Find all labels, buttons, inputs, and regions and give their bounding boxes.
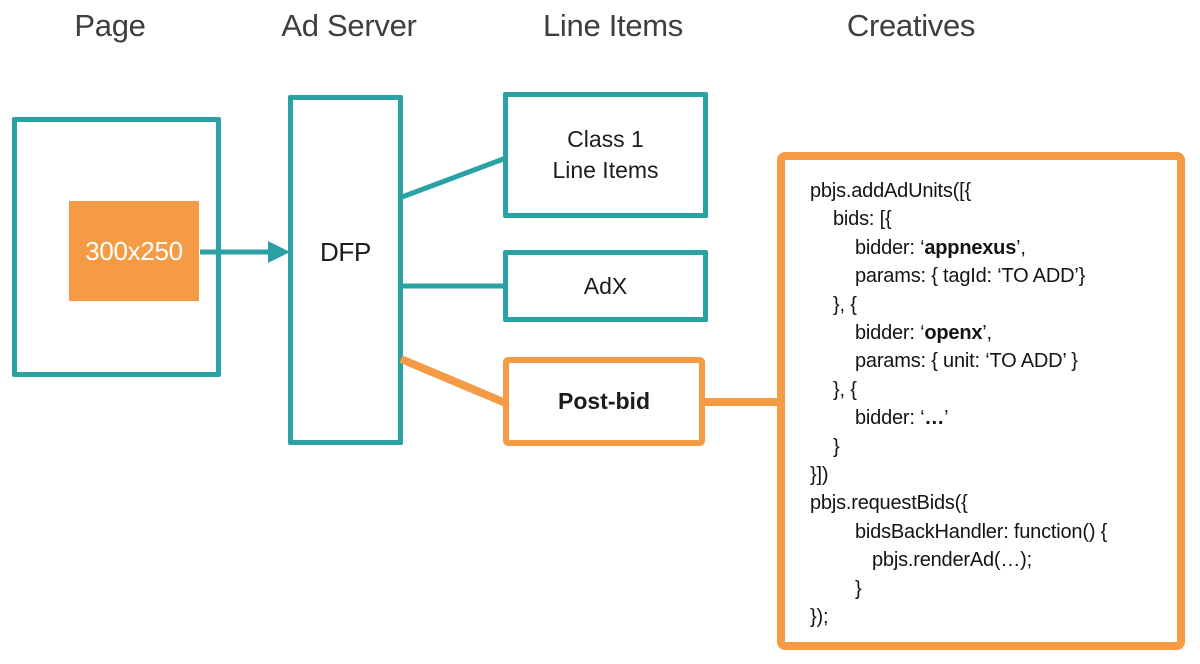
code-line: }]): [810, 461, 1169, 489]
column-header-creatives: Creatives: [846, 8, 976, 43]
connector-dfp-to-class1: [401, 155, 507, 200]
code-line: bidder: ‘openx’,: [810, 319, 1169, 347]
column-header-ad-server: Ad Server: [281, 8, 417, 43]
code-line: params: { unit: ‘TO ADD’ }: [810, 347, 1169, 375]
code-line: }: [810, 575, 1169, 603]
code-segment: params: { tagId: ‘TO ADD’}: [855, 265, 1086, 288]
code-segment: bidsBackHandler: function() {: [855, 520, 1108, 543]
ad-slot-300x250: 300x250: [69, 201, 199, 301]
adx-label: AdX: [583, 272, 628, 299]
code-segment: pbjs.renderAd(…);: [872, 549, 1032, 572]
column-header-page: Page: [74, 8, 146, 43]
code-segment: }]): [810, 464, 829, 487]
code-line: bidder: ‘…’: [810, 404, 1169, 432]
class1-label-line2: Line Items: [552, 157, 659, 183]
code-segment: pbjs.addAdUnits([{: [810, 180, 971, 202]
code-segment: pbjs.requestBids({: [810, 492, 968, 515]
code-segment: });: [810, 606, 829, 629]
code-line: pbjs.addAdUnits([{: [810, 177, 1169, 205]
code-line: pbjs.renderAd(…);: [810, 546, 1169, 574]
code-segment: ’,: [1016, 236, 1026, 259]
code-segment-bold: openx: [924, 322, 983, 345]
code-segment: bidder: ‘: [855, 407, 925, 430]
code-segment: bidder: ‘: [855, 236, 925, 259]
class1-label-line1: Class 1: [567, 126, 644, 152]
code-segment: bidder: ‘: [855, 322, 925, 345]
code-segment-bold: …: [924, 407, 945, 430]
code-line: bidsBackHandler: function() {: [810, 518, 1169, 546]
connector-dfp-to-postbid: [399, 355, 510, 408]
code-line: }: [810, 433, 1169, 461]
code-segment: bids: [{: [833, 208, 892, 231]
column-header-line-items: Line Items: [542, 8, 684, 43]
code-segment: ’: [944, 407, 949, 430]
adx-box: AdX: [503, 250, 708, 322]
code-line: pbjs.requestBids({: [810, 489, 1169, 517]
code-line: }, {: [810, 291, 1169, 319]
code-line: bidder: ‘appnexus’,: [810, 234, 1169, 262]
pbjs-code: pbjs.addAdUnits([{bids: [{bidder: ‘appne…: [777, 152, 1185, 650]
postbid-box: Post-bid: [503, 357, 705, 446]
code-line: params: { tagId: ‘TO ADD’}: [810, 262, 1169, 290]
code-line: bids: [{: [810, 205, 1169, 233]
class1-line-items-box: Class 1 Line Items: [503, 92, 708, 218]
postbid-label: Post-bid: [558, 388, 650, 414]
code-segment: }: [855, 577, 862, 600]
code-line: });: [810, 603, 1169, 631]
dfp-box: DFP: [288, 95, 403, 445]
code-segment: }, {: [833, 378, 857, 401]
code-segment-bold: appnexus: [924, 236, 1017, 259]
code-segment: }: [833, 435, 840, 458]
code-segment: ’,: [982, 322, 992, 345]
dfp-label: DFP: [319, 237, 372, 267]
code-segment: params: { unit: ‘TO ADD’ }: [855, 350, 1078, 373]
code-line: }, {: [810, 376, 1169, 404]
arrow-adslot-to-dfp-head: [268, 241, 290, 263]
code-segment: }, {: [833, 293, 857, 316]
